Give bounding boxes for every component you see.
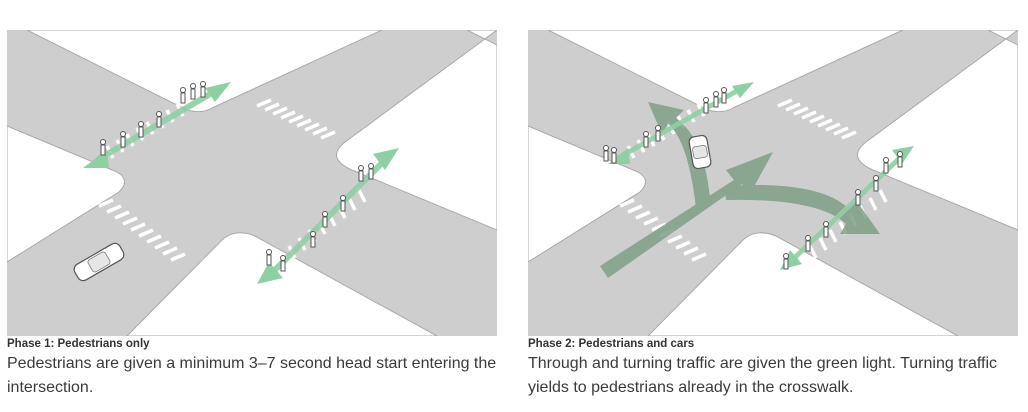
phase-2-description: Through and turning traffic are given th… [528, 355, 998, 396]
crosswalk-top-right [777, 98, 857, 140]
sidewalk-right [857, 30, 1018, 231]
traffic-left-turn-arrow [648, 102, 710, 208]
phase-2-intersection-illustration [528, 30, 1018, 336]
phase-2-panel: Phase 2: Pedestrians and cars Through an… [528, 0, 1018, 412]
phase-1-intersection-illustration [7, 30, 497, 336]
sidewalk-bottom [126, 232, 438, 336]
sidewalk-bottom [647, 232, 959, 336]
pedestrian-arrow-left-crosswalk [608, 82, 754, 164]
car-icon [73, 242, 125, 282]
traffic-right-turn-arrow [724, 184, 880, 234]
pedestrian-group-left [100, 81, 206, 156]
pedestrian-group-left [603, 87, 727, 164]
phase-2-title: Phase 2: Pedestrians and cars [528, 338, 695, 350]
sidewalk-left [528, 125, 646, 263]
sidewalk-top [547, 30, 904, 113]
crosswalk-bottom-left [619, 198, 707, 262]
phase-1-description: Pedestrians are given a minimum 3–7 seco… [7, 355, 497, 396]
sidewalk-left [7, 125, 125, 263]
traffic-arrows [600, 102, 880, 278]
crosswalk-top-right [256, 98, 336, 140]
phase-1-title: Phase 1: Pedestrians only [7, 338, 150, 350]
crosswalk-bottom-left [98, 198, 186, 262]
sidewalk-right [336, 30, 497, 231]
pedestrian-arrow-right-crosswalk [257, 148, 399, 284]
traffic-through-arrow [600, 152, 773, 278]
car-icon [688, 134, 712, 170]
phase-1-panel: Phase 1: Pedestrians only Pedestrians ar… [7, 0, 497, 412]
pedestrian-group-right [266, 163, 374, 272]
pedestrian-group-right [783, 151, 903, 270]
